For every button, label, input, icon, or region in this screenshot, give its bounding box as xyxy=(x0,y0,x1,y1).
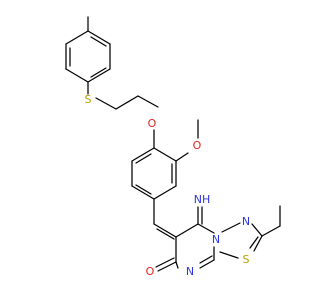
atom-n-bridgehead: N xyxy=(212,233,220,246)
bonds xyxy=(65,16,281,272)
bond-ring xyxy=(175,261,179,269)
atom-s-thioether: S xyxy=(85,93,92,106)
atom-n-pyrimidine: N xyxy=(186,265,194,278)
bond-exo-double xyxy=(156,228,175,240)
atom-o-carbonyl: O xyxy=(146,265,155,278)
bond-aryl-double xyxy=(135,184,152,195)
bond-exo-double xyxy=(153,223,177,238)
bond-tolyl xyxy=(87,68,111,83)
bond-c-o-double xyxy=(155,257,175,268)
atom-n-thiadiazole: N xyxy=(242,215,250,228)
bond-aryl xyxy=(131,147,155,162)
bond-thiadiazole-double xyxy=(249,236,259,249)
bond-tolyl xyxy=(65,30,89,45)
bond-ethyl xyxy=(261,225,281,237)
bond-ring xyxy=(175,223,199,238)
bond-tolyl xyxy=(65,68,89,83)
bond-ring xyxy=(197,223,215,234)
structure-svg: S O O NH N N N S O xyxy=(65,16,281,278)
bond-ch2-o xyxy=(137,95,159,108)
bond-thiadiazole xyxy=(253,235,263,252)
bond-tolyl-double xyxy=(90,67,107,78)
atom-imine-nh: NH xyxy=(194,193,211,206)
bond-c-o xyxy=(157,261,177,272)
bond-aryl xyxy=(153,147,177,162)
atom-s-thiadiazole: S xyxy=(243,253,250,266)
bond-ring-double xyxy=(199,255,213,264)
bond-tolyl-double xyxy=(90,36,107,47)
atom-o-methoxy: O xyxy=(193,139,202,152)
bond-s-ch2 xyxy=(95,97,117,110)
atom-o-ether: O xyxy=(148,117,157,130)
bond-aryl-double xyxy=(135,153,152,164)
atom-labels: S O O NH N N N S O xyxy=(85,93,251,278)
molecule-diagram: S O O NH N N N S O xyxy=(65,16,281,278)
bond-ch2-ch2 xyxy=(115,95,139,110)
bond-thiadiazole xyxy=(219,251,239,259)
bond-thiadiazole xyxy=(251,223,263,237)
bond-tolyl xyxy=(87,30,111,45)
bond-ring xyxy=(199,259,215,269)
bond-thiadiazole xyxy=(221,222,241,233)
bond-aryl-ome xyxy=(175,152,189,162)
bond-aryl xyxy=(153,185,177,200)
bond-aryl xyxy=(131,185,155,200)
